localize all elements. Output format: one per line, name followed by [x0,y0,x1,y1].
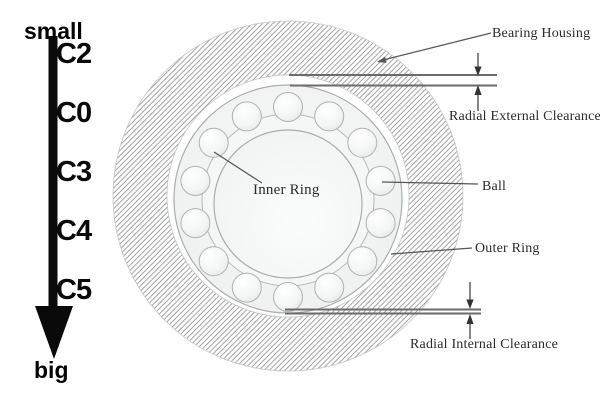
ball [198,246,229,277]
ball [347,246,378,277]
clearance-class-c2: C2 [56,38,92,70]
ball [198,127,229,158]
internal-clearance-lines [285,308,481,315]
leader-lines [213,32,492,255]
outer-ring-leader [390,247,473,255]
bearing-housing-hatched-annulus [112,20,464,372]
ball [231,101,262,132]
external-clearance-dimension [474,53,482,111]
inner-ring-leader [213,151,263,184]
ball [273,282,303,312]
radial-external-clearance-label: Radial External Clearance [449,109,600,124]
inner-ring-circle [213,129,363,279]
scale-big-label: big [34,357,69,383]
clearance-class-c4: C4 [56,215,92,247]
scale-arrow [35,36,73,359]
ball [231,272,262,303]
clearance-class-c5: C5 [56,274,92,306]
ball [180,165,211,196]
outer-ring-label: Outer Ring [475,241,540,256]
ball-label: Ball [482,179,507,194]
bearing-housing-label: Bearing Housing [492,26,591,41]
ball [365,165,396,196]
ball [347,127,378,158]
bearing-housing-leader-arrowhead [377,56,387,63]
clearance-class-c0: C0 [56,97,92,129]
radial-internal-clearance-label: Radial Internal Clearance [410,337,559,352]
bearing-housing-leader [378,32,492,62]
ball [365,208,396,239]
internal-clearance-dimension [466,282,474,339]
ball [314,272,345,303]
ball-leader [381,181,479,185]
ball [273,92,303,122]
external-clearance-lines [289,74,497,87]
ball [314,101,345,132]
scale-small-label: small [24,18,83,44]
ball-set [180,92,396,312]
inner-ring-label: Inner Ring [253,182,320,198]
clearance-class-c3: C3 [56,156,92,188]
ball [180,208,211,239]
